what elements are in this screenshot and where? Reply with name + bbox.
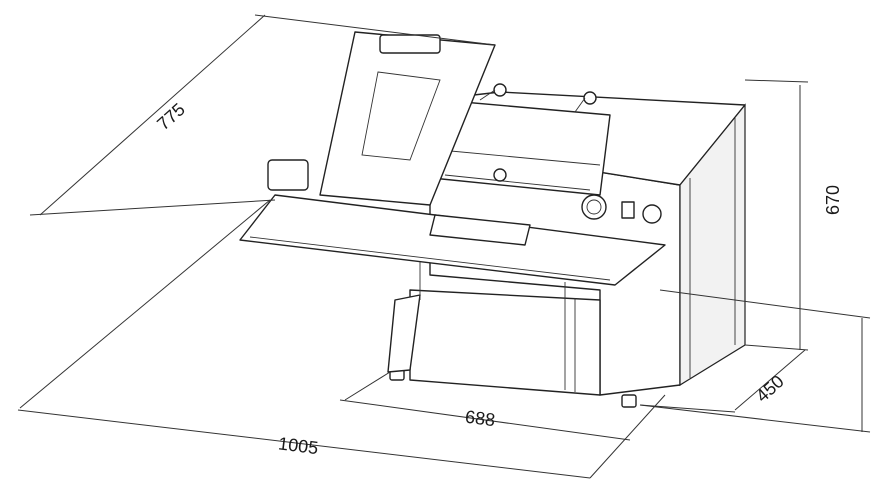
- dimension-label-depth-base: 450: [752, 371, 788, 406]
- top-knob-left: [493, 83, 507, 97]
- roller-knob: [493, 168, 507, 182]
- dimension-lines: [17, 14, 871, 479]
- dimension-label-height-table: 395: [877, 345, 879, 375]
- top-knob-right: [583, 91, 597, 105]
- foot-right: [621, 394, 637, 408]
- frame-handle: [379, 34, 441, 54]
- tray-roller: [267, 159, 309, 191]
- control-dial: [581, 194, 607, 220]
- dimension-label-height-total: 670: [823, 185, 843, 215]
- dimension-label-width-base: 688: [464, 407, 496, 431]
- back-frame: [319, 31, 496, 206]
- base-front: [409, 289, 601, 396]
- support-leg: [387, 294, 421, 373]
- control-button: [642, 204, 662, 224]
- machine-body: [239, 31, 746, 408]
- dimension-label-depth-total: 775: [153, 99, 189, 134]
- tray-slot: [429, 214, 531, 246]
- table-tray: [239, 194, 666, 286]
- dimension-label-width-total: 1005: [277, 433, 319, 458]
- switch-icon: [621, 201, 635, 219]
